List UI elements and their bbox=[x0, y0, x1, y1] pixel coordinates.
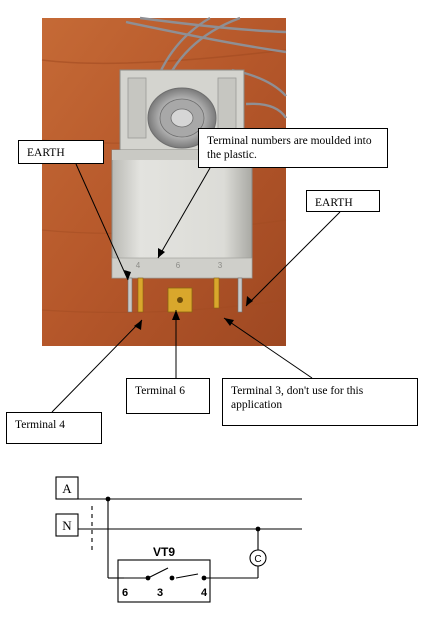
pin-6-hole bbox=[177, 297, 183, 303]
line-a-box bbox=[55, 476, 79, 500]
callout-terminal-6-text: Terminal 6 bbox=[135, 385, 185, 397]
callout-terminal-3-text: Terminal 3, don't use for this applicati… bbox=[231, 385, 364, 411]
callout-terminal-numbers-text: Terminal numbers are moulded into the pl… bbox=[207, 135, 372, 161]
callout-terminal-4: Terminal 4 bbox=[6, 412, 102, 444]
line-n-label: N bbox=[62, 518, 72, 533]
callout-terminal-6: Terminal 6 bbox=[126, 378, 210, 414]
arrowheads bbox=[124, 248, 253, 330]
thermostat-photo: 4 6 3 bbox=[41, 16, 288, 346]
vt9-label: VT9 bbox=[153, 545, 175, 559]
earth-pin-left bbox=[127, 277, 133, 313]
vt9-pin-4: 4 bbox=[201, 587, 208, 599]
callout-earth-right-text: EARTH bbox=[315, 197, 353, 209]
pin-3 bbox=[213, 277, 220, 309]
callout-terminal-3: Terminal 3, don't use for this applicati… bbox=[222, 378, 418, 426]
pin-4 bbox=[137, 277, 144, 313]
junction-dots bbox=[105, 496, 261, 581]
callout-earth-left-text: EARTH bbox=[27, 147, 65, 159]
callout-earth-right: EARTH bbox=[306, 190, 380, 212]
motor-symbol-label: C bbox=[254, 554, 261, 565]
motor-symbol-circle bbox=[249, 549, 267, 567]
callout-terminal-4-text: Terminal 4 bbox=[15, 419, 65, 431]
line-a-label: A bbox=[62, 481, 72, 496]
wiring-schematic bbox=[55, 476, 302, 603]
moulded-number-6: 6 bbox=[176, 261, 181, 270]
earth-pin-right bbox=[237, 277, 243, 313]
vt9-pin-6: 6 bbox=[122, 587, 128, 599]
callout-earth-left: EARTH bbox=[18, 140, 104, 164]
vt9-box bbox=[117, 559, 211, 603]
leader-lines bbox=[51, 163, 341, 413]
vt9-pin-3: 3 bbox=[157, 587, 163, 599]
line-n-box bbox=[55, 513, 79, 537]
moulded-number-4: 4 bbox=[136, 261, 141, 270]
moulded-number-3: 3 bbox=[218, 261, 223, 270]
callout-terminal-numbers: Terminal numbers are moulded into the pl… bbox=[198, 128, 388, 168]
